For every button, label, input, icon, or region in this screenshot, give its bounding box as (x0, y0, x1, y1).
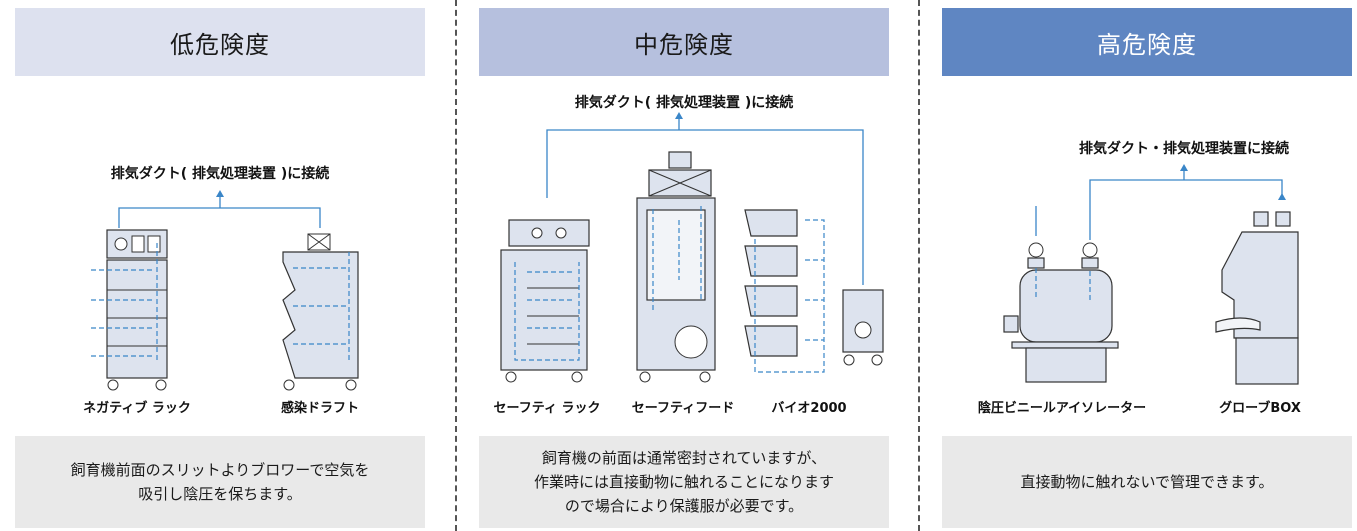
column-high-risk: 高危険度 排気ダクト・排気処理装置に接続 陰圧ビニールアイソレーター グローブB… (942, 0, 1352, 531)
description-text: 直接動物に触れないで管理できます。 (1020, 473, 1274, 491)
equipment-label-2: 感染ドラフト (281, 400, 359, 416)
filter-cross (648, 169, 712, 197)
hood-exhaust (668, 151, 692, 169)
safety-rack-blower (508, 219, 590, 247)
fan-icon-2 (555, 227, 567, 239)
equipment-label: セーフティ ラック (494, 401, 601, 416)
risk-level-title: 高危険度 (1097, 30, 1197, 59)
exhaust-duct (118, 194, 321, 228)
hood-airflow (652, 206, 702, 310)
description-box: 飼育機の前面は通常密封されていますが、 作業時には直接動物に触れることになります… (479, 436, 889, 528)
column-header: 低危険度 (15, 8, 425, 76)
duct-arrow (675, 112, 683, 119)
isolator-fan-icon-2 (1082, 242, 1098, 258)
exhaust-duct (1089, 168, 1283, 240)
risk-level-title: 低危険度 (170, 30, 270, 59)
column-header: 高危険度 (942, 8, 1352, 76)
fan-icon (114, 237, 128, 251)
low-risk-diagram: 排気ダクト( 排気処理装置 )に接続 ネガティブ ラック 感染ドラフト (83, 165, 359, 416)
equipment-label: 陰圧ビニールアイソレーター (978, 400, 1146, 416)
column-low-risk: 低危険度 排気ダクト( 排気処理装置 )に接続 ネガティブ ラック 感染ドラフト… (15, 0, 425, 531)
glove-arm (1215, 317, 1261, 333)
safety-rack (500, 249, 588, 371)
caster-2 (571, 371, 583, 383)
caster-3 (639, 371, 651, 383)
isolator-stand (1011, 341, 1119, 349)
column-medium-risk: 中危険度 排気ダクト( 排気処理装置 )に接続 セー (479, 0, 889, 531)
description-box: 飼育機前面のスリットよりブロワーで空気を 吸引し陰圧を保ちます。 (15, 436, 425, 528)
bio-cage-4 (744, 325, 798, 357)
bio-fan-icon (854, 321, 872, 339)
medium-risk-diagram: 排気ダクト( 排気処理装置 )に接続 セーフティ ラック セーフ (494, 94, 884, 416)
description-text: 飼育機の前面は通常密封されていますが、 作業時には直接動物に触れることになります… (533, 449, 834, 515)
fan-icon (531, 227, 543, 239)
equipment-label-2: グローブBOX (1219, 400, 1301, 416)
caster (505, 371, 517, 383)
duct-arrow (216, 190, 224, 197)
equipment-label-3: バイオ2000 (771, 401, 846, 416)
caster-4 (345, 379, 357, 391)
bio-cage-2 (744, 245, 798, 277)
rack-airflow (514, 262, 580, 361)
equipment-label-2: セーフティフード (632, 401, 734, 416)
negative-rack (106, 259, 168, 379)
isolator-filter-2 (1081, 257, 1099, 269)
caster-2 (155, 379, 167, 391)
bio-airflow (754, 219, 825, 373)
duct-arrow-2 (1278, 193, 1286, 200)
duct-arrow (1180, 164, 1188, 171)
column-separator-1 (455, 0, 457, 531)
isolator-airflow (1035, 268, 1091, 300)
high-risk-diagram: 排気ダクト・排気処理装置に接続 陰圧ビニールアイソレーター グローブBOX (978, 140, 1301, 416)
glovebox-base (1235, 337, 1299, 385)
description-text: 飼育機前面のスリットよりブロワーで空気を 吸引し陰圧を保ちます。 (70, 461, 370, 503)
duct-label: 排気ダクト・排気処理装置に接続 (1079, 140, 1289, 157)
filter-icon-2 (147, 235, 161, 253)
infection-draft (282, 251, 359, 379)
caster-4 (699, 371, 711, 383)
column-separator-2 (918, 0, 920, 531)
equipment-label: ネガティブ ラック (83, 400, 191, 416)
glovebox-filter-2 (1275, 211, 1291, 227)
risk-level-title: 中危険度 (634, 30, 734, 59)
bio-cage (744, 209, 798, 237)
isolator-fan-icon (1028, 242, 1044, 258)
draft-airflow (293, 252, 350, 360)
duct-label: 排気ダクト( 排気処理装置 )に接続 (111, 165, 330, 182)
column-header: 中危険度 (479, 8, 889, 76)
isolator-filter (1027, 257, 1045, 269)
filter-cross (307, 233, 331, 251)
duct-label: 排気ダクト( 排気処理装置 )に接続 (575, 94, 794, 111)
bio-cage-3 (744, 285, 798, 317)
airflow-lines (91, 240, 158, 360)
caster-3 (283, 379, 295, 391)
rack-shelves (527, 287, 579, 345)
hood-fan-icon (674, 325, 708, 359)
hood-window (646, 209, 706, 301)
filter-icon (131, 235, 145, 253)
isolator-port (1003, 315, 1019, 333)
isolator-base (1025, 347, 1107, 383)
caster-5 (843, 354, 855, 366)
vinyl-isolator (1019, 269, 1113, 343)
glovebox-filter (1253, 211, 1269, 227)
caster (107, 379, 119, 391)
caster-6 (871, 354, 883, 366)
bio-unit (842, 289, 884, 353)
description-box: 直接動物に触れないで管理できます。 (942, 436, 1352, 528)
